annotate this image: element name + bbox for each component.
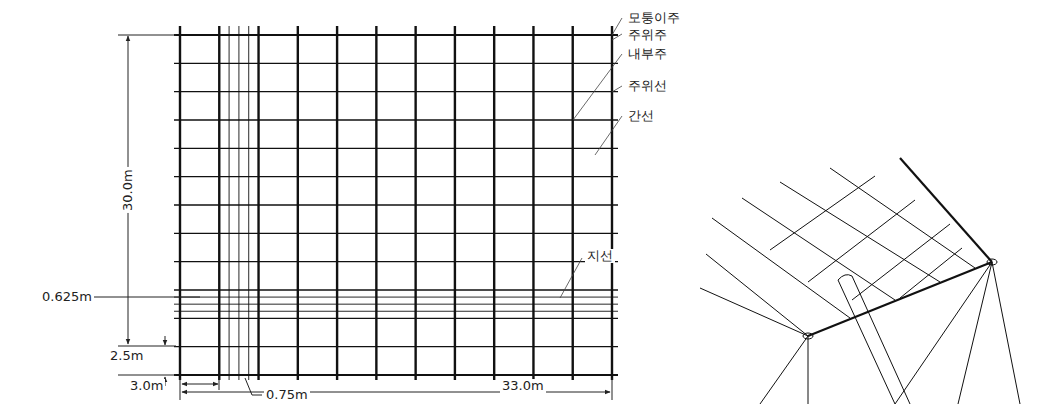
frame-line (174, 311, 618, 312)
dimension-label: 0.625m (40, 290, 94, 304)
frame-line (174, 374, 618, 376)
frame-line (174, 204, 618, 205)
frame-line (174, 233, 618, 234)
frame-line (414, 26, 416, 380)
frame-line (174, 318, 618, 319)
part-label: 간선 (626, 109, 656, 123)
dimension-label: 3.0m (128, 379, 165, 393)
part-label: 주위주 (626, 28, 669, 42)
frame-line (493, 26, 495, 380)
frame-line (174, 91, 618, 92)
frame-line (218, 26, 220, 380)
frame-line (174, 34, 618, 36)
frame-line (375, 26, 377, 380)
part-label: 내부주 (626, 47, 669, 61)
dimension-label: 30.0m (121, 167, 135, 213)
frame-line (297, 26, 299, 380)
frame-line (174, 346, 618, 347)
dimension-label: 0.75m (264, 388, 310, 402)
frame-line (229, 26, 230, 380)
frame-line (572, 26, 574, 380)
dimension-label: 2.5m (108, 349, 145, 363)
frame-line (454, 26, 456, 380)
frame-line (174, 297, 618, 298)
frame-line (611, 26, 613, 380)
frame-line (179, 26, 181, 380)
frame-line (248, 26, 249, 380)
dimension-label: 33.0m (500, 379, 546, 393)
part-label: 지선 (585, 249, 615, 263)
frame-line (174, 176, 618, 177)
frame-line (174, 148, 618, 149)
frame-line (257, 26, 259, 380)
frame-line (174, 304, 618, 305)
frame-line (174, 63, 618, 64)
frame-line (174, 119, 618, 120)
frame-line (174, 261, 618, 262)
part-label: 모퉁이주 (626, 11, 682, 25)
frame-line (238, 26, 239, 380)
frame-line (336, 26, 338, 380)
frame-line (174, 289, 618, 290)
frame-line (532, 26, 534, 380)
part-label: 주위선 (626, 79, 669, 93)
